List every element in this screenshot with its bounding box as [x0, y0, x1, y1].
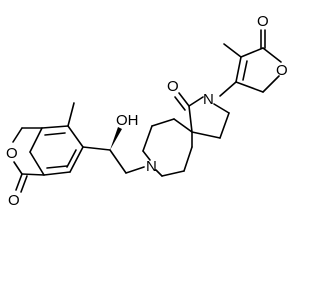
- bond-benz-5-double: [46, 165, 68, 169]
- bond-benz-1: [67, 125, 84, 148]
- bond-pyrr-co-2: [174, 96, 186, 111]
- molecule-canvas: O O N O N OH O O: [6, 13, 288, 209]
- bond-choh-aryl: [82, 146, 111, 151]
- bond-pyrr-n-c: [188, 96, 204, 107]
- bond-benz-6: [69, 146, 84, 173]
- hydroxyethyl-linker: [82, 127, 127, 174]
- bond-benz-6-double: [66, 149, 77, 168]
- bond-furanone-c3-c4: [235, 56, 242, 83]
- atom-n-pyrrolidinone: N: [203, 91, 214, 108]
- atom-o-phthalide-ring: O: [6, 145, 18, 162]
- atom-o-phthalide-carbonyl: O: [8, 192, 20, 209]
- atom-n-piperidine: N: [146, 158, 157, 175]
- bond-pip-1: [173, 118, 193, 133]
- bond-pyrr-spiro-ch2: [191, 131, 221, 139]
- bond-pip-n-a: [142, 150, 151, 161]
- phthalide-lactone-ring: [12, 127, 45, 193]
- bond-benz-5: [43, 171, 71, 176]
- bond-pip-n-b: [155, 169, 163, 177]
- molecule-structure: O O N O N OH O O: [6, 13, 288, 209]
- atom-labels: O O N O N OH O O: [6, 13, 288, 209]
- bond-furanone-c-o: [262, 47, 282, 63]
- bond-benz-3: [29, 127, 43, 153]
- furanone-ring-right: [219, 29, 282, 97]
- bond-benz-2-double: [44, 132, 66, 136]
- bond-furanone-n: [219, 81, 237, 97]
- bond-furanone-methyl: [223, 43, 242, 58]
- bond-lac-o-c: [13, 161, 23, 175]
- bond-pip-5: [183, 146, 193, 172]
- bond-ch2-choh: [109, 149, 127, 174]
- pyrrolidinone-ring: [174, 92, 230, 139]
- bond-furanone-ch2-c3: [235, 81, 264, 93]
- atom-o-furanone-carbonyl: O: [257, 13, 269, 30]
- atom-oh: OH: [116, 112, 139, 129]
- benzene-ring: [29, 102, 84, 176]
- bond-pyrr-ch2-n: [213, 103, 230, 114]
- bond-lac-co-1: [15, 173, 23, 191]
- bond-furanone-c3-c4-double: [242, 60, 248, 81]
- bond-wedge-oh: [110, 127, 122, 150]
- bond-pyrr-ch2-ch2: [219, 112, 230, 139]
- bond-n-ch2: [125, 166, 145, 174]
- bond-benz-2: [41, 125, 69, 129]
- bond-pyrr-co-1: [178, 92, 190, 107]
- bond-benz-methyl: [67, 102, 75, 127]
- atom-o-furanone-ring: O: [276, 62, 288, 79]
- bond-benz-4: [29, 151, 45, 176]
- bond-lac-c-ring: [21, 173, 45, 176]
- bond-lac-co-2: [20, 175, 28, 193]
- bond-furanone-o-ch2: [262, 75, 280, 93]
- piperidine-ring: [125, 118, 193, 177]
- bond-furanone-c4-c5: [240, 47, 264, 58]
- bond-pip-4: [161, 170, 185, 177]
- bond-pip-2: [151, 118, 175, 127]
- atom-o-pyrrolidinone-carbonyl: O: [167, 78, 179, 95]
- bond-pip-3: [142, 125, 153, 152]
- bond-pyrr-c-spiro: [188, 105, 193, 133]
- bond-lac-ch2-o: [12, 127, 23, 143]
